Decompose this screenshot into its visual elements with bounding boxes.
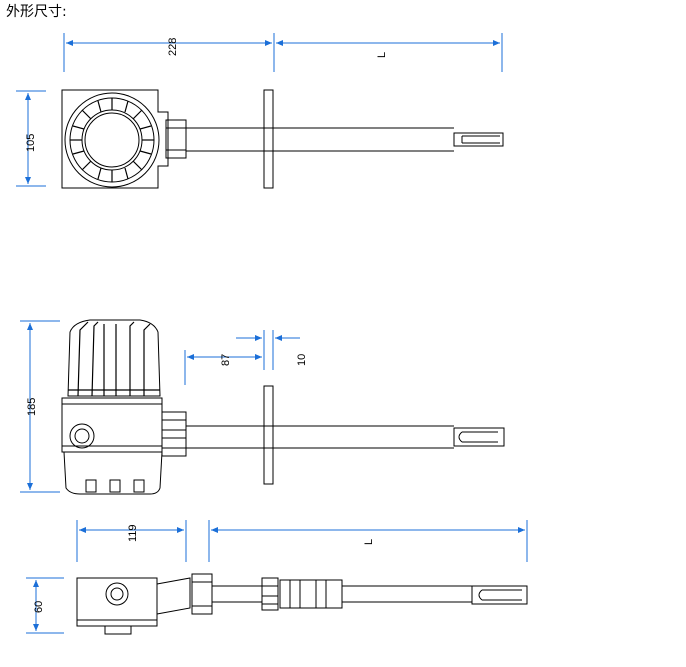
bottom-dimensions [26, 520, 528, 634]
top-view [61, 89, 504, 189]
dim-bottom-length: L [363, 539, 375, 545]
dim-top-width: 228 [167, 38, 179, 56]
dim-mid-flange: 10 [296, 354, 308, 366]
middle-dimensions [20, 320, 300, 493]
dim-bottom-height: 60 [33, 601, 45, 613]
bottom-view [76, 573, 528, 635]
dim-top-length: L [376, 52, 388, 58]
dim-top-height: 105 [25, 134, 37, 152]
top-dimensions [16, 33, 503, 187]
middle-view [61, 319, 505, 495]
drawing-title: 外形尺寸: [6, 4, 67, 20]
dim-mid-height: 185 [26, 398, 38, 416]
dim-mid-offset: 87 [220, 354, 232, 366]
dim-bottom-width: 119 [127, 524, 139, 542]
